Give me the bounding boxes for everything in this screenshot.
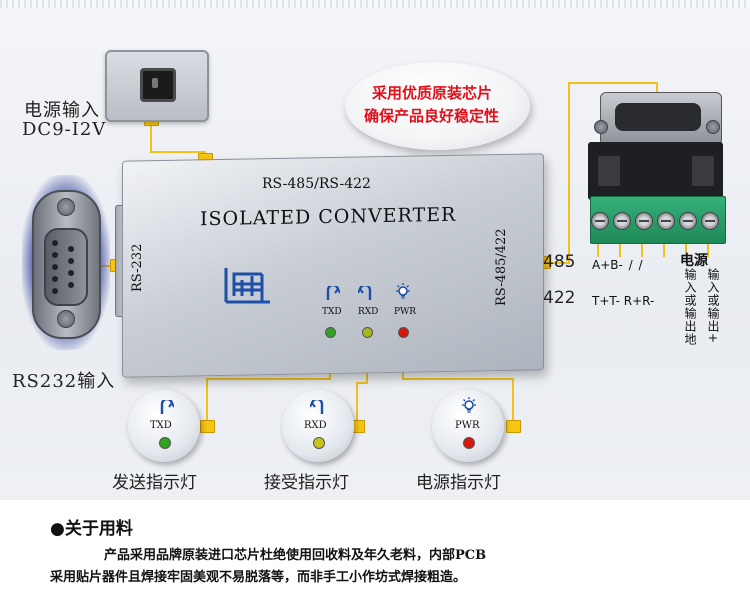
rs485-wire-h2 — [568, 82, 658, 84]
device-pwr-led — [398, 327, 409, 338]
power-input-voltage: DC9-I2V — [22, 119, 107, 140]
pwr-wire-h — [402, 378, 514, 380]
rxd-wire-v2 — [356, 382, 358, 424]
power-wire-h — [150, 151, 206, 153]
device-txd-led — [325, 327, 336, 338]
top-decor-stripe — [0, 0, 750, 8]
legend-rxd-badge — [282, 390, 354, 462]
legend-txd-badge — [128, 390, 200, 462]
txd-wire-tag — [200, 420, 215, 433]
callout-bubble — [345, 62, 530, 150]
legend-light-bulb-icon — [462, 397, 476, 413]
terminal-lead-5 — [685, 243, 687, 257]
terminal-screw-5[interactable] — [679, 212, 697, 230]
terminal-plus-label: 输入或输出+ — [706, 268, 720, 345]
terminal-lead-4 — [663, 243, 665, 257]
terminal-screw-6[interactable] — [701, 212, 719, 230]
db9-pin-face — [44, 228, 88, 306]
terminal-screw-4[interactable] — [657, 212, 675, 230]
rs485-wire-v — [568, 82, 570, 264]
device-rxd-label: RXD — [358, 307, 379, 317]
db9-female-screw-right — [706, 120, 720, 134]
txd-wire-h — [208, 378, 331, 380]
callout-line-1: 采用优质原装芯片 — [372, 84, 493, 102]
materials-heading: ●关于用料 — [50, 519, 133, 539]
terminal-lead-6 — [707, 243, 709, 257]
terminal-power-label: 电源 — [680, 253, 708, 269]
product-diagram: 电源输入 DC9-I2V 采用优质原装芯片 确保产品良好稳定性 RS232输入 … — [0, 0, 750, 500]
device-light-bulb-icon — [396, 283, 410, 299]
terminal-lead-3 — [641, 243, 643, 257]
db9-female-face — [615, 103, 701, 131]
right-port-label: RS-485/422 — [494, 228, 509, 306]
db9-screw-top — [57, 198, 75, 216]
rs232-input-label: RS232输入 — [12, 371, 116, 392]
materials-line-2: 采用贴片器件且焊接牢固美观不易脱落等，而非手工小作坊式焊接粗造。 — [50, 570, 467, 585]
power-jack-pin — [152, 78, 158, 88]
device-send-arrow-icon — [326, 286, 340, 300]
materials-line-1: 产品采用品牌原装进口芯片杜绝使用回收料及年久老料，内部PCB — [104, 548, 487, 563]
power-wire-v1 — [150, 118, 152, 153]
legend-txd-led — [159, 437, 171, 449]
txd-wire-v2 — [206, 378, 208, 424]
device-top-label: RS-485/RS-422 — [262, 176, 371, 192]
left-port-label: RS-232 — [130, 243, 145, 292]
terminal-screw-3[interactable] — [635, 212, 653, 230]
callout-line-2: 确保产品良好稳定性 — [364, 107, 500, 125]
device-name: ISOLATED CONVERTER — [200, 203, 457, 231]
legend-send-arrow-icon — [160, 400, 174, 414]
legend-pwr-text: PWR — [455, 420, 480, 431]
power-input-label: 电源输入 — [24, 100, 100, 121]
mode-485-label: 485 — [543, 252, 576, 272]
legend-txd-text: TXD — [150, 420, 172, 431]
terminal-screw-1[interactable] — [591, 212, 609, 230]
power-jack-socket — [140, 68, 176, 102]
terminal-lead-2 — [619, 243, 621, 257]
rs485-wire-h1 — [536, 262, 570, 264]
db9-female-screw-left — [594, 120, 608, 134]
terminal-screw-2[interactable] — [613, 212, 631, 230]
terminal-lead-1 — [597, 243, 599, 257]
legend-pwr-led — [463, 437, 475, 449]
device-txd-label: TXD — [322, 307, 342, 317]
device-rxd-led — [362, 327, 373, 338]
terminal-485-pins: A+B- / / — [592, 258, 643, 272]
pwr-wire-v2 — [512, 378, 514, 424]
db9-screw-bottom — [57, 310, 75, 328]
terminal-ground-label: 输入或输出地 — [683, 268, 697, 346]
legend-rxd-led — [313, 437, 325, 449]
pwr-wire-tag — [506, 420, 521, 433]
legend-txd-label: 发送指示灯 — [112, 473, 197, 493]
terminal-422-pins: T+T- R+R- — [592, 294, 655, 308]
legend-receive-arrow-icon — [310, 400, 324, 414]
legend-rxd-text: RXD — [304, 420, 327, 431]
brand-logo-icon — [224, 268, 270, 304]
rxd-wire-h — [356, 382, 368, 384]
device-receive-arrow-icon — [358, 286, 372, 300]
legend-rxd-label: 接受指示灯 — [264, 473, 349, 493]
device-pwr-label: PWR — [394, 307, 417, 317]
legend-pwr-label: 电源指示灯 — [416, 473, 501, 493]
mode-422-label: 422 — [543, 288, 576, 308]
